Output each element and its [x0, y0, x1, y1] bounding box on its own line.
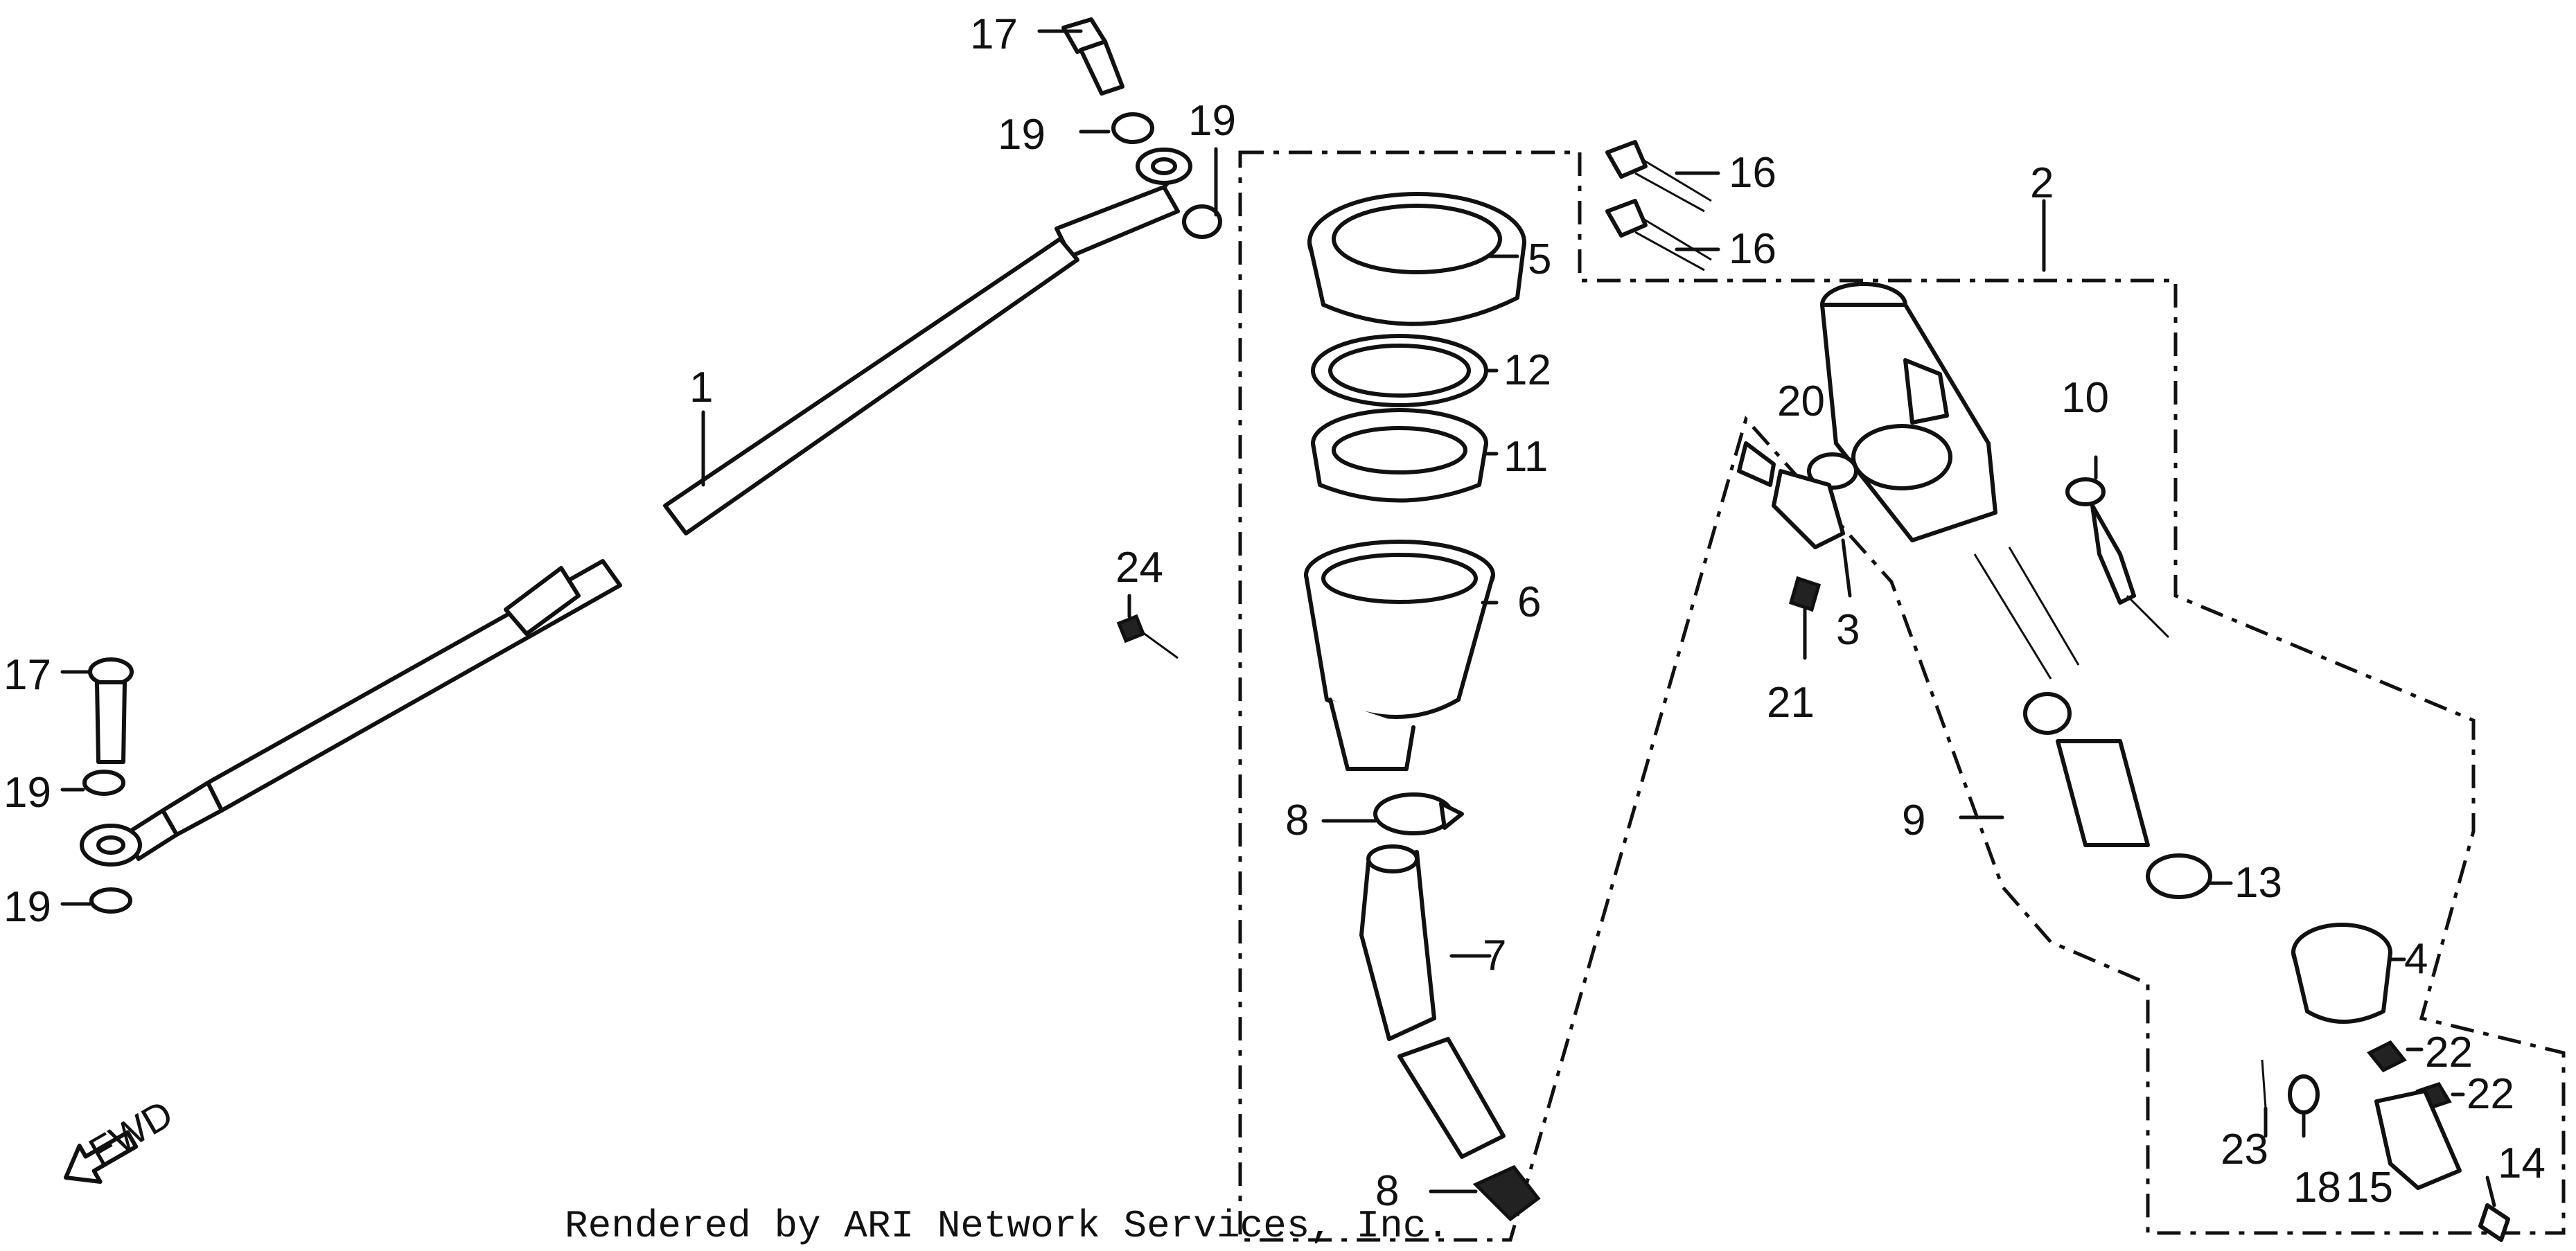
leader-lines: [60, 29, 2496, 1207]
diaphragm: [1311, 408, 1488, 503]
reservoir-cap: [1307, 192, 1526, 326]
fwd-arrow-icon: FWD: [64, 1092, 180, 1184]
callout-18: 18: [2293, 1164, 2341, 1212]
callout-8-top: 8: [1285, 797, 1309, 844]
callout-5: 5: [1528, 236, 1551, 283]
callout-21: 21: [1767, 679, 1815, 727]
push-rod: [2065, 477, 2170, 639]
callout-17-top: 17: [970, 10, 1018, 58]
callout-16-lower: 16: [1729, 225, 1776, 273]
callout-1: 1: [689, 364, 713, 411]
plain-washer: [2288, 1074, 2320, 1115]
callout-13: 13: [2234, 859, 2282, 907]
callout-17-left: 17: [3, 651, 51, 699]
reservoir-bolt: [1116, 614, 1179, 659]
callout-9: 9: [1902, 797, 1925, 844]
callout-15: 15: [2345, 1164, 2393, 1212]
callout-19-top-right: 19: [1188, 97, 1236, 145]
credit-text: Rendered by ARI Network Services, Inc.: [565, 1204, 1449, 1248]
callout-19-left-lower: 19: [3, 883, 51, 931]
callout-2: 2: [2030, 159, 2054, 207]
callout-16-upper: 16: [1729, 149, 1776, 197]
brake-hose: [80, 148, 1192, 867]
callout-19-top-left: 19: [998, 111, 1046, 159]
callout-11: 11: [1503, 433, 1548, 481]
callout-12: 12: [1503, 346, 1551, 394]
callout-3: 3: [1836, 606, 1860, 654]
reservoir-hose: [1359, 844, 1506, 1159]
callout-20: 20: [1777, 378, 1825, 425]
callout-7: 7: [1483, 932, 1506, 979]
callout-22-lower: 22: [2467, 1070, 2514, 1118]
reservoir-screws: [1605, 140, 1712, 272]
joint-pin: [2478, 1203, 2510, 1242]
master-cylinder-assembly-outline: [1238, 150, 2566, 1242]
callout-6: 6: [1517, 578, 1541, 626]
piston-set: [1973, 547, 2212, 899]
banjo-bolt-top: [1061, 17, 1124, 96]
bleed-screw: [1788, 576, 1821, 612]
callout-4: 4: [2404, 935, 2428, 983]
sealing-washers: [82, 112, 1222, 914]
callout-labels: 1 17 19 19 17 19 19 5 12 11 6 8 7 8 24 1…: [3, 10, 2546, 1215]
master-cylinder-body: [1820, 282, 1997, 542]
hose-clip-top: [1373, 792, 1464, 835]
reservoir: [1304, 540, 1495, 771]
cotter-pin: [2261, 1059, 2267, 1109]
clevis-joint: [2374, 1089, 2462, 1190]
dust-boot: [2291, 923, 2392, 1024]
callout-24: 24: [1115, 544, 1163, 592]
hose-clip-bottom: [1472, 1164, 1541, 1222]
diaphragm-plate: [1311, 334, 1488, 407]
fwd-label: FWD: [82, 1092, 180, 1173]
callout-14: 14: [2498, 1139, 2546, 1187]
callout-23: 23: [2221, 1126, 2268, 1173]
callout-22-upper: 22: [2425, 1029, 2473, 1076]
oring-and-joint: [1737, 441, 1858, 549]
banjo-bolt-bottom: [88, 657, 134, 764]
callout-19-left-upper: 19: [3, 769, 51, 817]
callout-8-bottom: 8: [1375, 1167, 1399, 1215]
callout-10: 10: [2061, 374, 2109, 422]
